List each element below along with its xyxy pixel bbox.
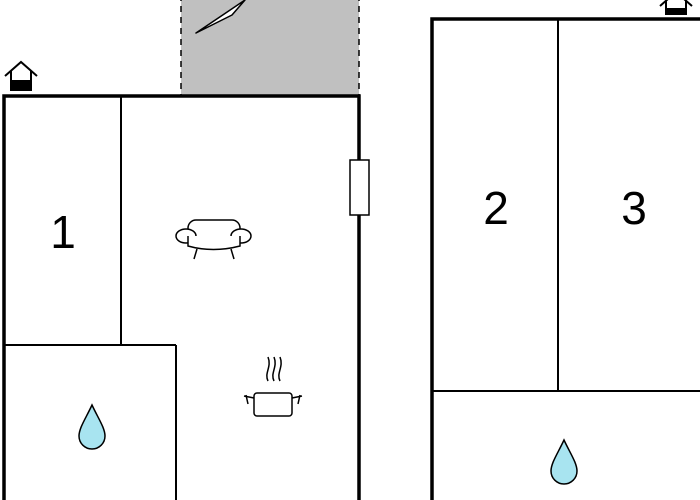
terrace: [180, 0, 360, 95]
water-drop-icon: [78, 403, 106, 450]
left-unit-walls: [2, 94, 361, 500]
triangle-arrow-icon: [195, 0, 246, 34]
cooking-pot-icon: [243, 356, 303, 417]
house-entrance-icon: [659, 0, 693, 15]
sofa-icon: [175, 219, 252, 260]
right-unit-interior-walls: [432, 19, 700, 392]
room-label-2: 2: [483, 182, 509, 234]
left-unit-interior-walls: [4, 96, 177, 500]
room-label-1: 1: [50, 206, 76, 258]
right-unit-walls: [430, 17, 700, 500]
water-drop-icon: [550, 438, 578, 485]
house-entrance-icon: [4, 60, 38, 91]
window-icon: [349, 159, 370, 216]
room-label-3: 3: [621, 182, 647, 234]
